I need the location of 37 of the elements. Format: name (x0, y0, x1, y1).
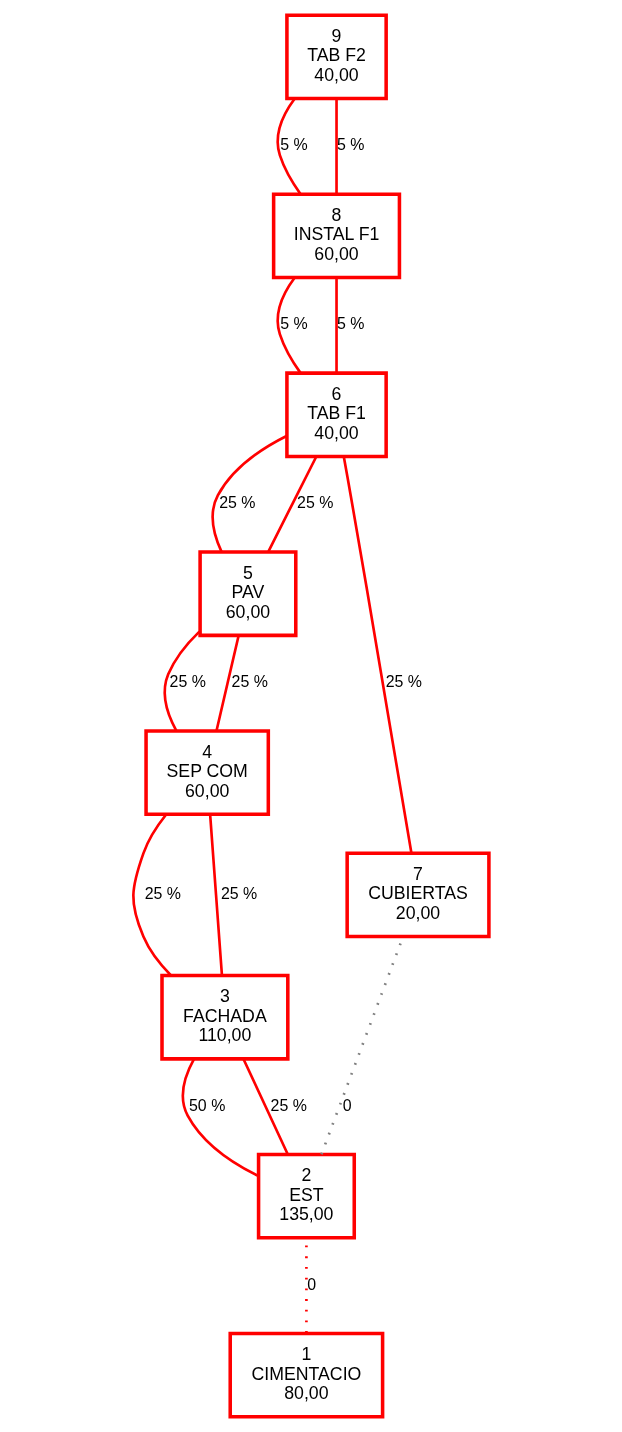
node-box: 8 INSTAL F1 60,00 (271, 192, 402, 280)
connector (208, 814, 224, 976)
node-box: 9 TAB F2 40,00 (285, 13, 388, 101)
edge-label: 5 % (280, 315, 308, 333)
edge-label: 25 % (231, 673, 268, 691)
edge-label: 50 % (189, 1096, 226, 1114)
connector (211, 434, 288, 553)
connector (181, 1058, 259, 1178)
edge-label: 25 % (297, 494, 334, 512)
edge-label: 25 % (220, 884, 258, 902)
edge-label: 25 % (270, 1096, 307, 1114)
node-box: 1 CIMENTACIO 80,00 (228, 1331, 385, 1419)
edge-label: 25 % (169, 673, 206, 691)
edge-label: 25 % (144, 884, 182, 902)
node-box: 5 PAV 60,00 (198, 550, 298, 638)
connector (215, 635, 240, 731)
connector (335, 278, 338, 373)
connector (276, 97, 302, 195)
connector (242, 1058, 289, 1155)
edge-label: 25 % (219, 494, 256, 512)
edge-label: 0 (342, 1096, 352, 1114)
connector (276, 276, 302, 374)
node-box: 2 EST 135,00 (256, 1152, 356, 1240)
node-box: 3 FACHADA 110,00 (160, 973, 290, 1061)
connector (335, 99, 338, 194)
node-box: 6 TAB F1 40,00 (285, 371, 388, 459)
node-box: 7 CUBIERTAS 20,00 (345, 851, 491, 939)
edge-label: 5 % (280, 136, 308, 154)
edge-label: 5 % (336, 315, 365, 333)
edge-label: 5 % (336, 136, 365, 154)
edge-label: 0 (307, 1275, 317, 1293)
connector (163, 630, 201, 732)
connector (342, 456, 413, 854)
connector (132, 813, 172, 977)
connector (267, 456, 318, 552)
edge-label: 25 % (385, 673, 423, 691)
node-box: 4 SEP COM 60,00 (144, 729, 271, 817)
